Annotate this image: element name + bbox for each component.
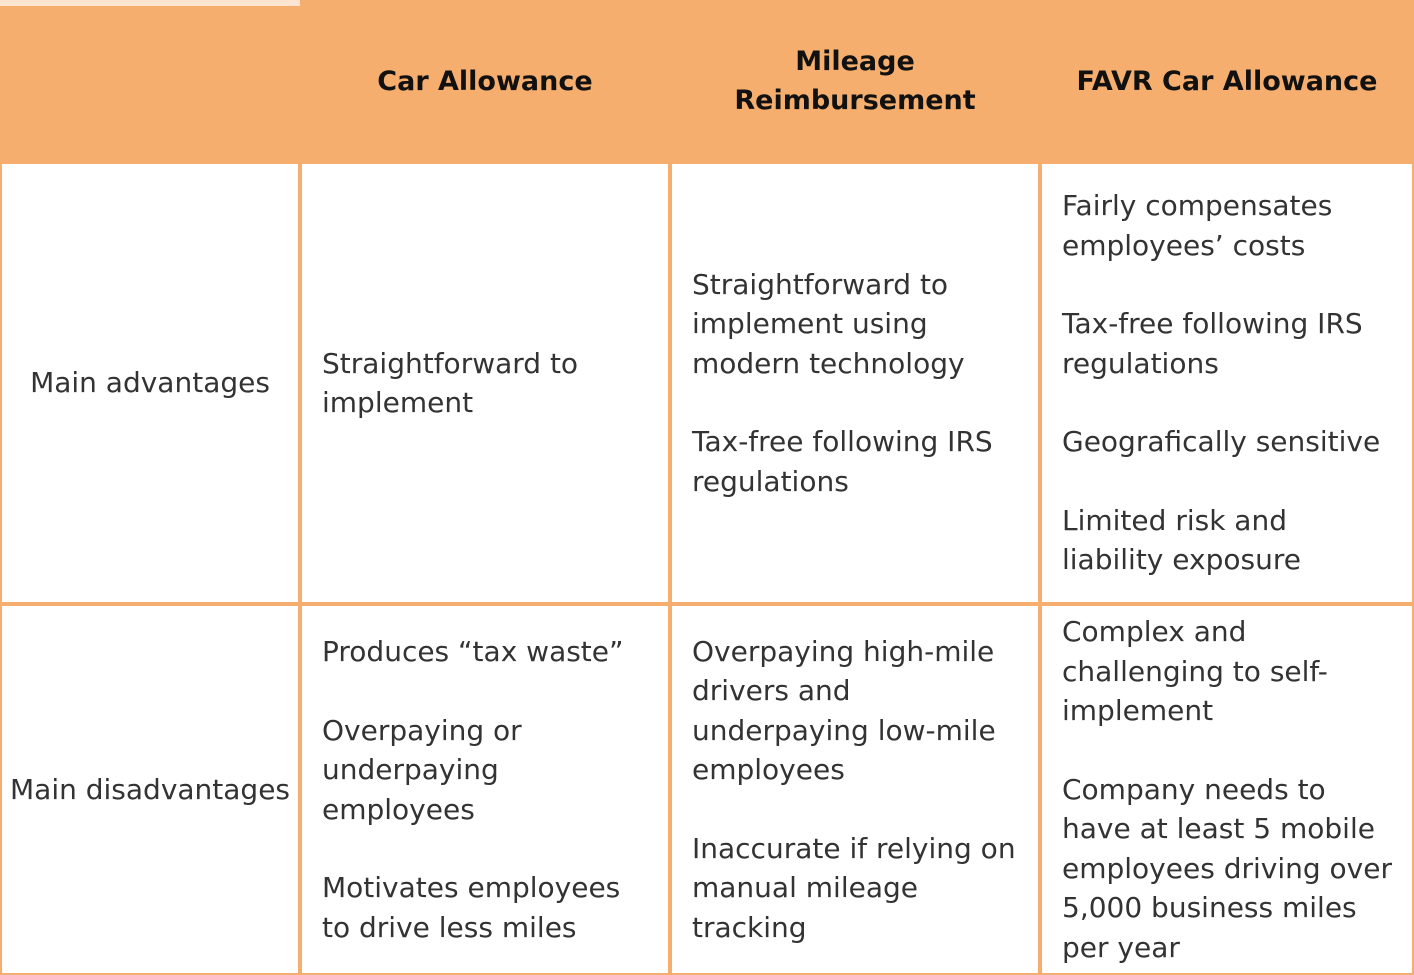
disadvantages-favr-list: Complex and challenging to self- impleme… [1062, 612, 1392, 967]
disadvantages-car-allowance-cell: Produces “tax waste” Overpaying or under… [300, 604, 670, 975]
header-label-car-allowance: Car Allowance [377, 65, 593, 97]
advantages-mileage-list: Straightforward to implement using moder… [692, 265, 1018, 502]
list-item: Fairly compensates employees’ costs [1062, 189, 1333, 262]
list-item: Motivates employees to drive less miles [322, 871, 621, 944]
list-item: Tax-free following IRS regulations [1062, 307, 1363, 380]
list-item: Straightforward to implement using moder… [692, 267, 965, 380]
disadvantages-favr-cell: Complex and challenging to self- impleme… [1040, 604, 1414, 975]
list-item: Tax-free following IRS regulations [692, 425, 993, 498]
header-favr-car-allowance: FAVR Car Allowance [1040, 0, 1414, 162]
list-item: Straightforward to implement [322, 346, 579, 420]
advantages-car-allowance-list: Straightforward to implement [322, 344, 648, 423]
header-car-allowance: Car Allowance [300, 0, 670, 162]
row-label-advantages: Main advantages [0, 162, 300, 604]
row-label-disadvantages: Main disadvantages [0, 604, 300, 975]
list-item: Complex and challenging to self- impleme… [1062, 615, 1328, 727]
list-item: Inaccurate if relying on manual mileage … [692, 831, 1016, 944]
disadvantages-car-allowance-list: Produces “tax waste” Overpaying or under… [322, 632, 648, 947]
advantages-mileage-cell: Straightforward to implement using moder… [670, 162, 1040, 604]
header-mileage-reimbursement: Mileage Reimbursement [670, 0, 1040, 162]
row-label-text: Main disadvantages [10, 772, 291, 806]
list-item: Company needs to have at least 5 mobile … [1062, 772, 1392, 964]
header-label-mileage-reimbursement: Mileage Reimbursement [734, 46, 976, 116]
advantages-favr-cell: Fairly compensates employees’ costs Tax-… [1040, 162, 1414, 604]
list-item: Overpaying or underpaying employees [322, 713, 522, 826]
disadvantages-mileage-list: Overpaying high-mile drivers and underpa… [692, 632, 1018, 948]
list-item: Geografically sensitive [1062, 425, 1381, 459]
list-item: Limited risk and liability exposure [1062, 503, 1301, 577]
list-item: Produces “tax waste” [322, 635, 624, 668]
row-label-text: Main advantages [30, 366, 270, 400]
disadvantages-mileage-cell: Overpaying high-mile drivers and underpa… [670, 604, 1040, 975]
list-item: Overpaying high-mile drivers and underpa… [692, 634, 996, 787]
advantages-car-allowance-cell: Straightforward to implement [300, 162, 670, 604]
advantages-favr-list: Fairly compensates employees’ costs Tax-… [1062, 186, 1392, 580]
header-empty-cell [0, 0, 300, 162]
header-label-favr: FAVR Car Allowance [1076, 65, 1378, 97]
